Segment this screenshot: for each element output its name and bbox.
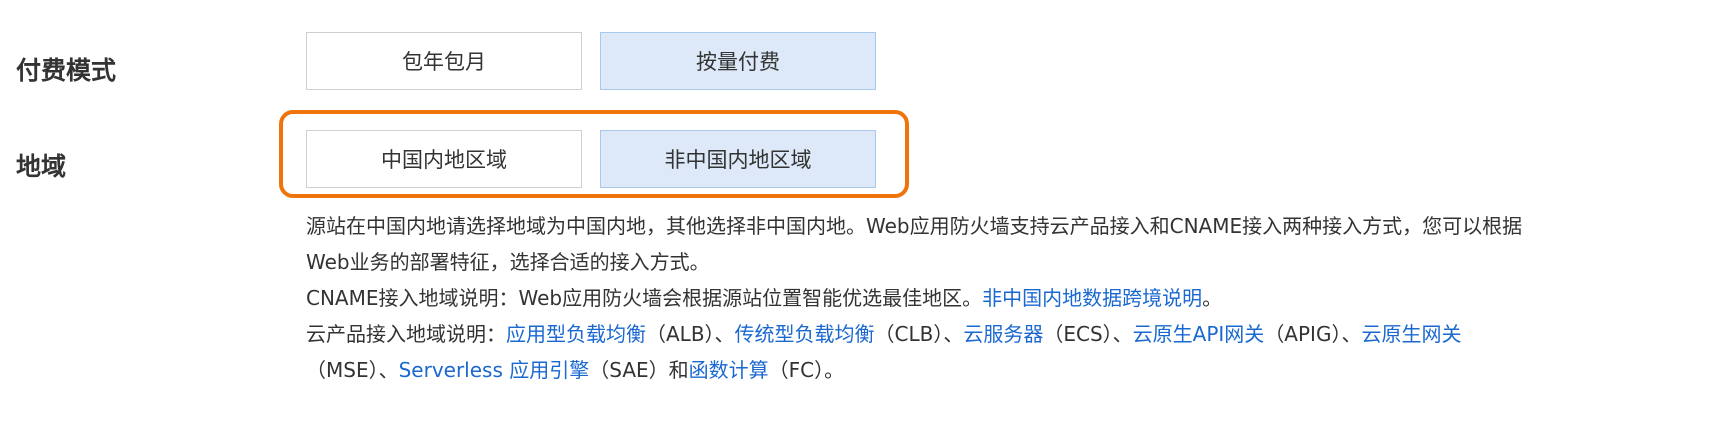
region-label: 地域	[16, 152, 67, 181]
apig-text: （APIG）、	[1264, 322, 1362, 346]
cloud-region-prefix: 云产品接入地域说明：	[306, 322, 506, 346]
description-intro: 源站在中国内地请选择地域为中国内地，其他选择非中国内地。Web应用防火墙支持云产…	[306, 214, 1523, 274]
description-cname: CNAME接入地域说明：Web应用防火墙会根据源站位置智能优选最佳地区。非中国内…	[306, 280, 1546, 316]
clb-link[interactable]: 传统型负载均衡	[734, 322, 875, 346]
sae-link[interactable]: Serverless 应用引擎	[398, 358, 590, 382]
region-option-mainland-china[interactable]: 中国内地区域	[306, 130, 582, 188]
billing-option-pay-as-you-go[interactable]: 按量付费	[600, 32, 876, 90]
apig-link[interactable]: 云原生API网关	[1132, 322, 1265, 346]
cname-region-end: 。	[1202, 286, 1223, 310]
alb-link[interactable]: 应用型负载均衡	[506, 322, 646, 346]
mse-link[interactable]: 云原生网关	[1361, 322, 1462, 346]
cross-border-data-link[interactable]: 非中国内地数据跨境说明	[982, 286, 1203, 310]
sae-text: （SAE）和	[589, 358, 689, 382]
description-cloud-products: 云产品接入地域说明：应用型负载均衡（ALB）、传统型负载均衡（CLB）、云服务器…	[306, 316, 1546, 388]
region-description: 源站在中国内地请选择地域为中国内地，其他选择非中国内地。Web应用防火墙支持云产…	[306, 208, 1546, 388]
billing-mode-label: 付费模式	[16, 56, 117, 85]
clb-text: （CLB）、	[874, 322, 964, 346]
fc-text: （FC）。	[768, 358, 845, 382]
fc-link[interactable]: 函数计算	[688, 358, 769, 382]
ecs-text: （ECS）、	[1043, 322, 1133, 346]
ecs-link[interactable]: 云服务器	[963, 322, 1044, 346]
region-option-outside-mainland[interactable]: 非中国内地区域	[600, 130, 876, 188]
billing-option-subscription[interactable]: 包年包月	[306, 32, 582, 90]
cname-region-text: CNAME接入地域说明：Web应用防火墙会根据源站位置智能优选最佳地区。	[306, 286, 983, 310]
region-highlight-frame	[279, 110, 909, 198]
mse-text: （MSE）、	[306, 358, 399, 382]
alb-text: （ALB）、	[646, 322, 735, 346]
